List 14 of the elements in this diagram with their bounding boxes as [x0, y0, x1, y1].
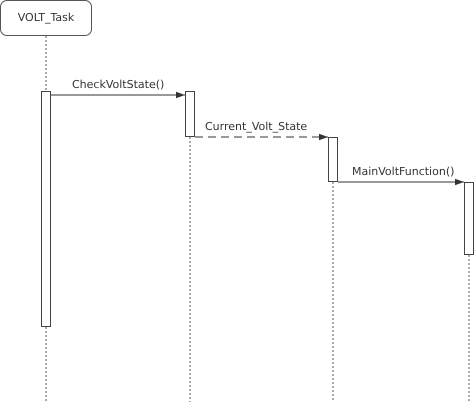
message-label: Current_Volt_State: [205, 120, 308, 134]
lifeline: [468, 254, 470, 402]
activation-bar: [185, 91, 195, 137]
activation-bar: [464, 182, 474, 255]
dashed-message-arrow: [194, 134, 328, 140]
message-label: CheckVoltState(): [72, 78, 164, 92]
participant-box: [0, 0, 92, 36]
message-arrow: [50, 92, 186, 98]
message-label: MainVoltFunction(): [352, 165, 454, 179]
activation-bar: [328, 137, 338, 182]
participant-name: VOLT_Task: [18, 11, 74, 25]
message-arrow: [338, 178, 464, 186]
lifeline: [332, 182, 334, 402]
activation-bar: [41, 91, 51, 327]
